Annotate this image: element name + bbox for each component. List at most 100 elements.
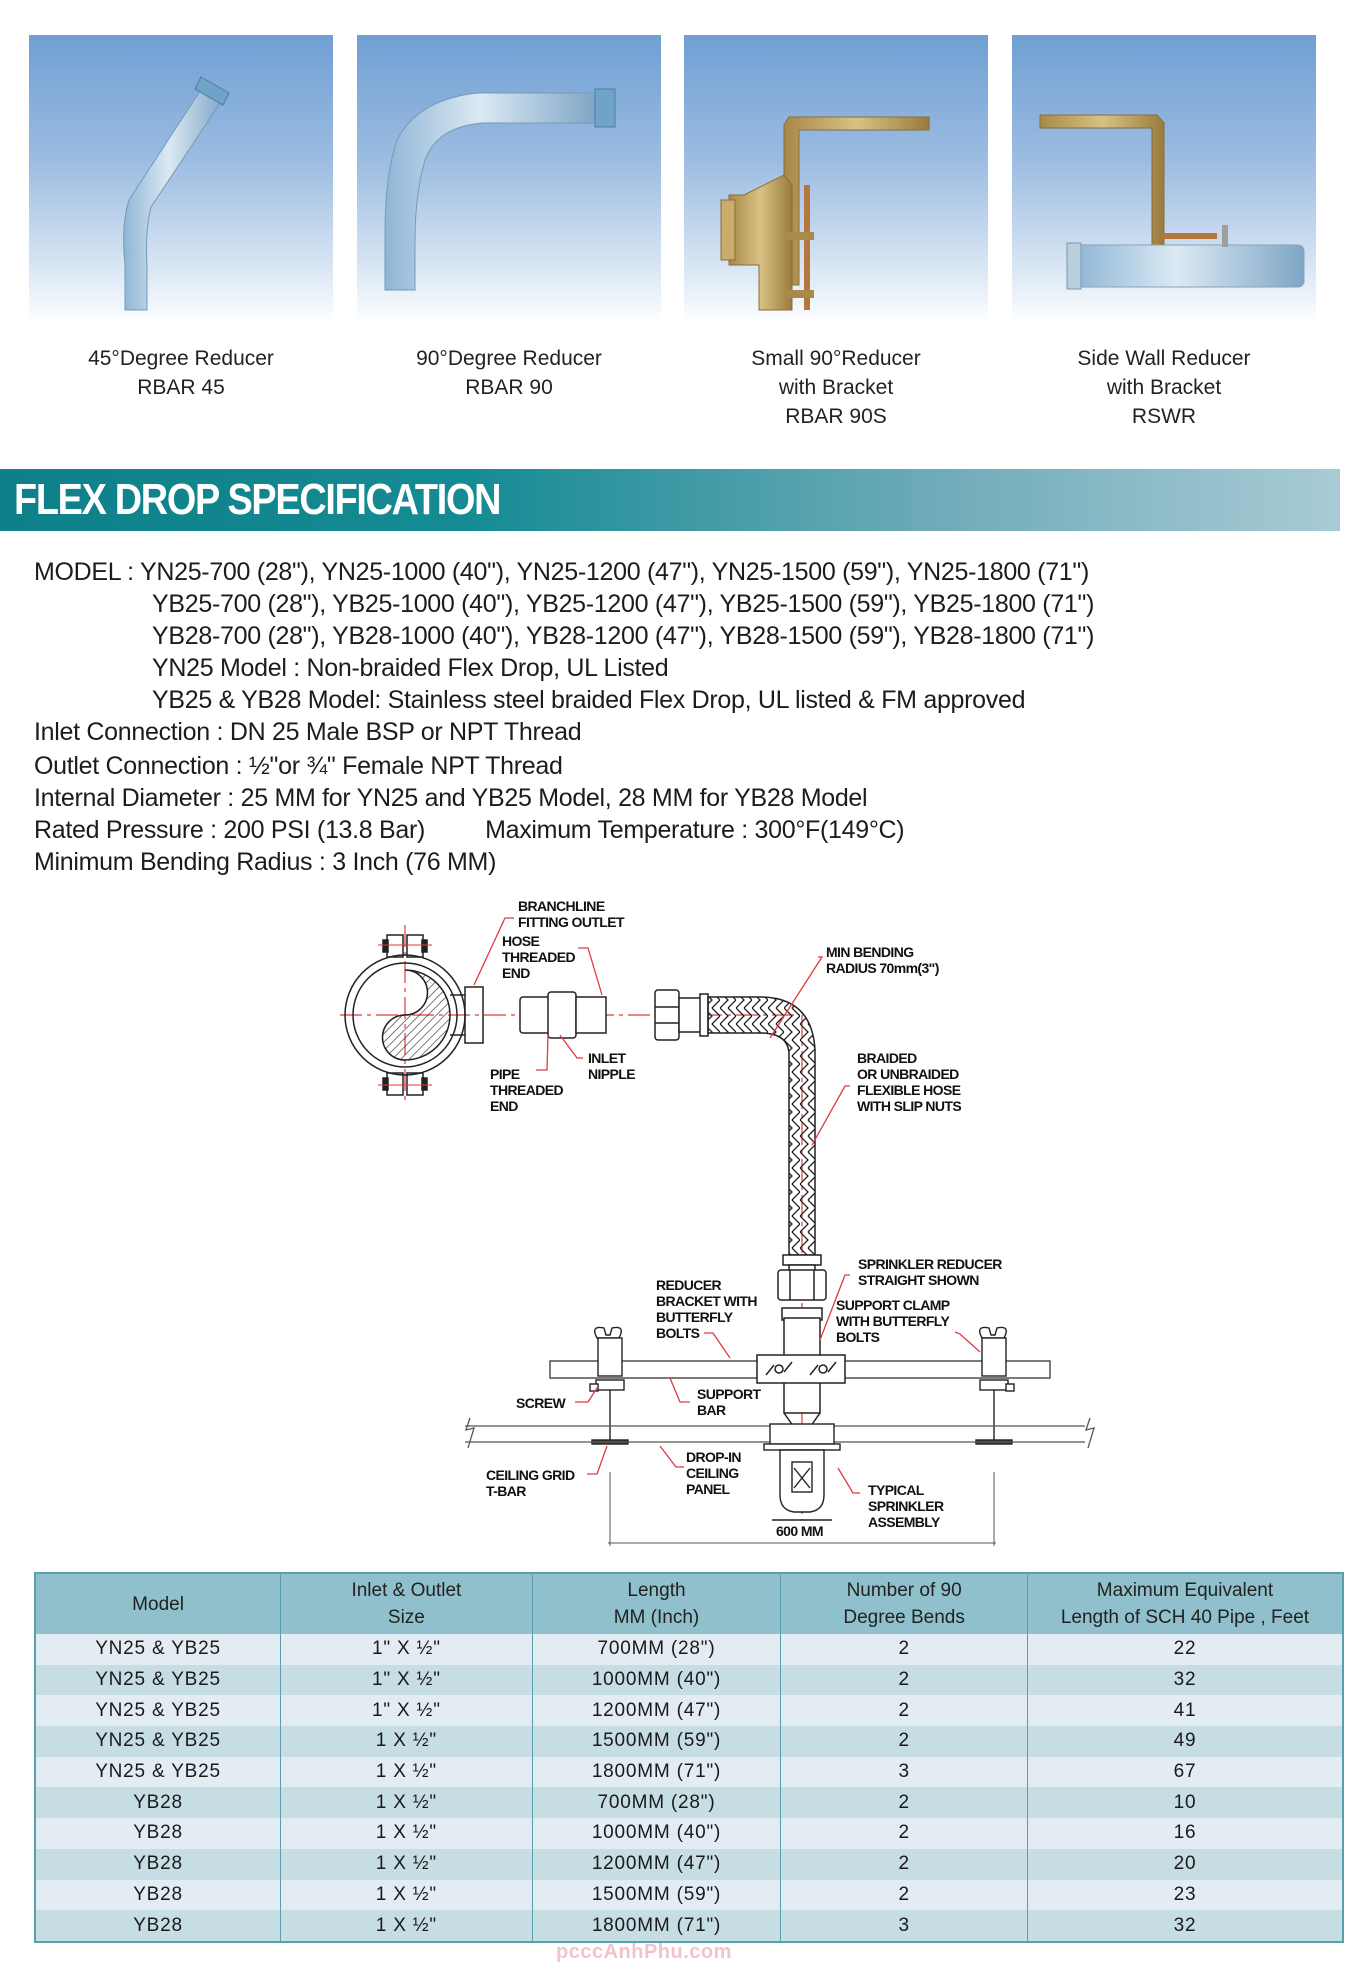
product-photo-rbar90 <box>357 35 661 320</box>
spec-diameter: Internal Diameter : 25 MM for YN25 and Y… <box>34 784 868 812</box>
model-list-yb25: YB25-700 (28"), YB25-1000 (40"), YB25-12… <box>152 590 1095 618</box>
45-degree-reducer-photo <box>123 76 230 311</box>
spec-inlet: Inlet Connection : DN 25 Male BSP or NPT… <box>34 718 582 746</box>
cell-length: 1800MM (71") <box>532 1910 782 1942</box>
cell-equivalent-length: 10 <box>1027 1787 1343 1819</box>
support-clamp-right-icon <box>975 1326 1015 1445</box>
cell-length: 1500MM (59") <box>532 1879 782 1911</box>
product-caption-rbar90: 90°Degree Reducer RBAR 90 <box>357 344 661 402</box>
cell-length: 1000MM (40") <box>532 1818 782 1849</box>
spec-model-line: MODEL : YN25-700 (28"), YN25-1000 (40"),… <box>34 556 1089 588</box>
spec-pressure: Rated Pressure : 200 PSI (13.8 Bar) <box>34 816 426 844</box>
product-name-line2: with Bracket <box>1106 376 1222 399</box>
dimension-line <box>608 1472 996 1546</box>
cell-equivalent-length: 32 <box>1027 1664 1343 1696</box>
product-photo-rbar90s <box>684 35 988 320</box>
section-title: FLEX DROP SPECIFICATION <box>14 475 501 524</box>
product-code: RBAR 90 <box>465 376 553 399</box>
leader-lines <box>473 917 981 1494</box>
cell-size: 1 X ½" <box>280 1756 533 1788</box>
model-list-yb28: YB28-700 (28"), YB28-1000 (40"), YB28-12… <box>152 622 1095 650</box>
sprinkler-reducer-icon <box>781 1307 823 1431</box>
product-code: RBAR 45 <box>137 376 225 399</box>
cell-bends: 2 <box>780 1879 1028 1911</box>
col-header-model: Model <box>35 1573 282 1634</box>
product-name: 45°Degree Reducer <box>88 347 274 370</box>
product-caption-rswr: Side Wall Reducer with Bracket RSWR <box>1012 344 1316 431</box>
cell-size: 1 X ½" <box>280 1726 533 1757</box>
cell-size: 1" X ½" <box>280 1664 533 1696</box>
inlet-nipple-icon <box>519 991 607 1039</box>
branchline-clamp-icon <box>344 934 484 1096</box>
product-name: Small 90°Reducer <box>751 347 921 370</box>
side-wall-reducer-bracket-photo <box>1039 114 1305 290</box>
cell-bends: 3 <box>780 1756 1028 1788</box>
cell-bends: 2 <box>780 1695 1028 1727</box>
cell-length: 700MM (28") <box>532 1787 782 1819</box>
spec-temperature: Maximum Temperature : 300°F(149°C) <box>485 816 905 844</box>
90-degree-reducer-photo <box>384 88 616 291</box>
spec-bending: Minimum Bending Radius : 3 Inch (76 MM) <box>34 848 497 876</box>
cell-equivalent-length: 16 <box>1027 1818 1343 1849</box>
cell-equivalent-length: 23 <box>1027 1879 1343 1911</box>
cell-equivalent-length: 41 <box>1027 1695 1343 1727</box>
centerlines <box>340 925 803 1520</box>
cell-size: 1 X ½" <box>280 1879 533 1911</box>
cell-size: 1 X ½" <box>280 1818 533 1849</box>
cell-bends: 2 <box>780 1818 1028 1849</box>
support-bar-icon <box>549 1360 1051 1379</box>
cell-length: 1200MM (47") <box>532 1695 782 1727</box>
model-list-yn25: YN25-700 (28"), YN25-1000 (40"), YN25-12… <box>139 558 1090 586</box>
cell-size: 1 X ½" <box>280 1910 533 1942</box>
cell-model: YN25 & YB25 <box>35 1695 282 1727</box>
product-code: RSWR <box>1131 405 1197 428</box>
section-banner: FLEX DROP SPECIFICATION <box>0 469 1340 531</box>
cell-model: YB28 <box>35 1910 282 1942</box>
sprinkler-head-icon <box>763 1423 841 1521</box>
cell-model: YN25 & YB25 <box>35 1634 282 1665</box>
watermark: pcccAnhPhu.com <box>556 1941 732 1963</box>
reducer-bracket-icon <box>756 1354 846 1384</box>
cell-size: 1" X ½" <box>280 1695 533 1727</box>
cell-size: 1 X ½" <box>280 1848 533 1880</box>
spec-pressure-temp: Rated Pressure : 200 PSI (13.8 Bar) Maxim… <box>34 814 905 846</box>
cell-length: 1800MM (71") <box>532 1756 782 1788</box>
cell-equivalent-length: 49 <box>1027 1726 1343 1757</box>
product-name-line2: with Bracket <box>778 376 894 399</box>
cell-bends: 2 <box>780 1726 1028 1757</box>
support-clamp-left-icon <box>589 1326 629 1445</box>
cell-model: YB28 <box>35 1818 282 1849</box>
product-code: RBAR 90S <box>785 405 887 428</box>
product-name: 90°Degree Reducer <box>416 347 602 370</box>
cell-bends: 3 <box>780 1910 1028 1942</box>
product-name: Side Wall Reducer <box>1077 347 1251 370</box>
cell-bends: 2 <box>780 1848 1028 1880</box>
product-caption-rbar90s: Small 90°Reducer with Bracket RBAR 90S <box>684 344 988 431</box>
cell-length: 1200MM (47") <box>532 1848 782 1880</box>
